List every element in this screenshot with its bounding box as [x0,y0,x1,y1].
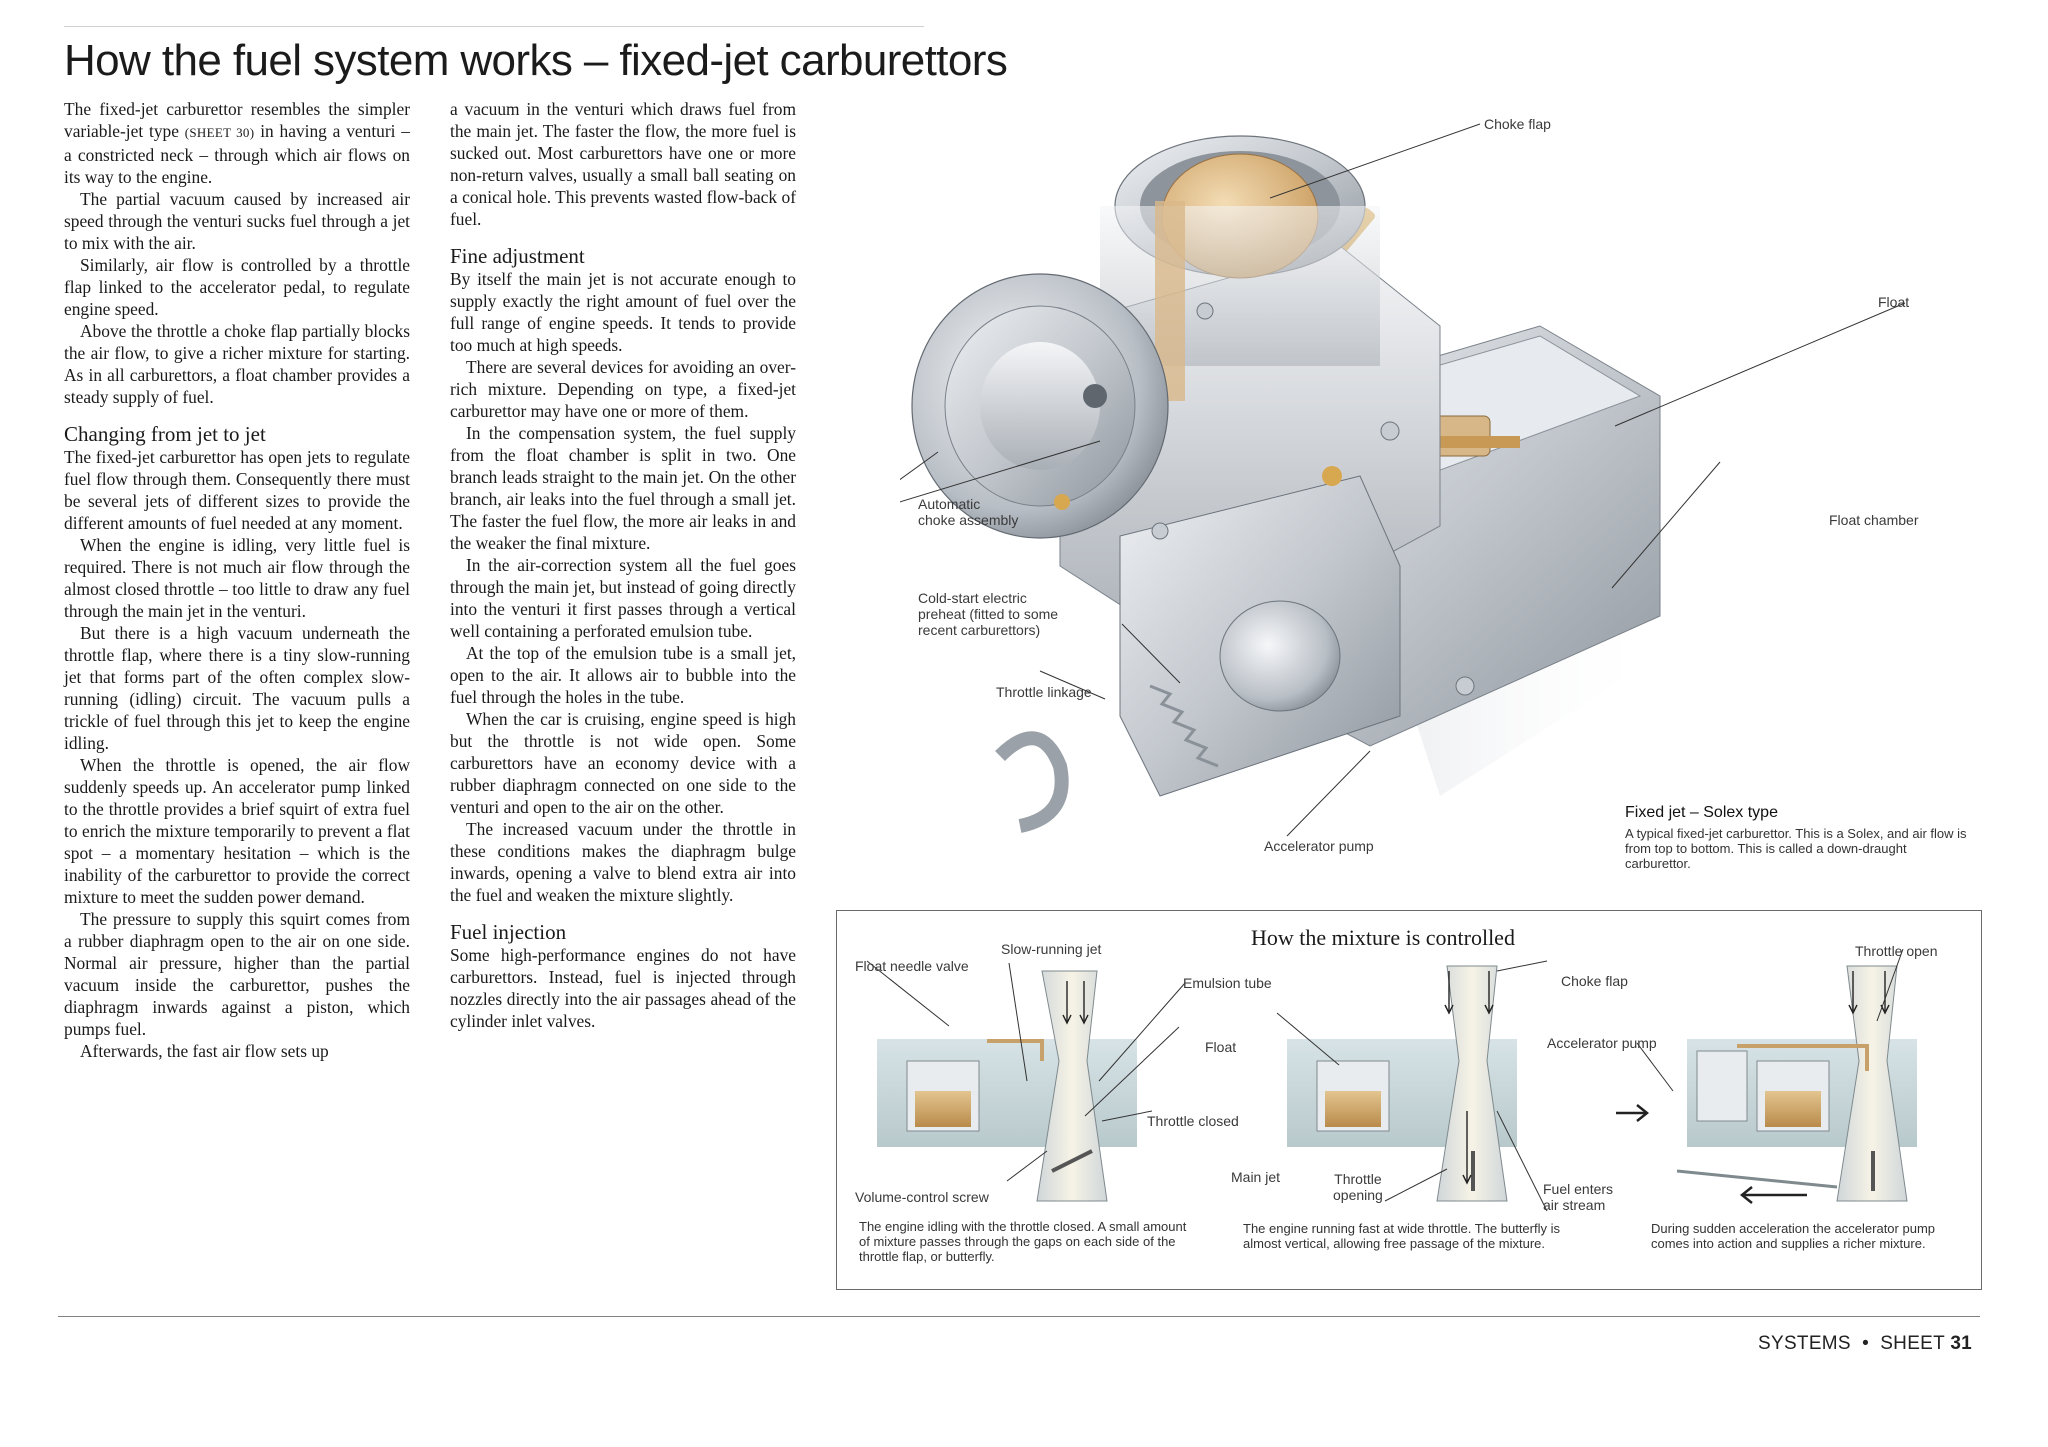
section-heading: Fuel injection [450,920,567,944]
paragraph: But there is a high vacuum underneath th… [64,623,410,753]
caption-acceleration: During sudden acceleration the accelerat… [1651,1221,1936,1251]
paragraph: Above the throttle a choke flap partiall… [64,321,410,407]
diagram-acceleration [1616,948,1917,1204]
top-rule [64,26,924,27]
section-heading: Changing from jet to jet [64,422,266,446]
label-automatic-choke: Automatic choke assembly [918,496,1019,528]
label-accelerator-pump: Accelerator pump [1547,1035,1657,1051]
paragraph: The fixed-jet carburettor resembles the … [64,99,410,187]
section-heading: Fine adjustment [450,244,585,268]
figure-caption-text: A typical fixed-jet carburettor. This is… [1625,826,1967,871]
paragraph: When the engine is idling, very little f… [64,535,410,621]
mixture-diagrams [866,948,1917,1212]
label-float-chamber: Float chamber [1829,512,1919,528]
paragraph: By itself the main jet is not accurate e… [450,269,796,355]
label-choke-flap: Choke flap [1484,116,1551,132]
paragraph: In the air-correction system all the fue… [450,555,796,641]
label-throttle-linkage: Throttle linkage [996,684,1092,700]
paragraph: There are several devices for avoiding a… [450,357,796,421]
footer-separator: • [1862,1333,1870,1354]
paragraph: The increased vacuum under the throttle … [450,819,796,905]
caption-full-throttle: The engine running fast at wide throttle… [1243,1221,1560,1251]
footer-sheet-label: SHEET [1880,1333,1945,1354]
paragraph: When the car is cruising, engine speed i… [450,709,796,817]
footer-sheet-number: 31 [1950,1333,1973,1354]
page-title: How the fuel system works – fixed-jet ca… [64,36,1008,85]
label-volume-control-screw: Volume-control screw [855,1189,989,1205]
page-footer: SYSTEMS • SHEET 31 [1758,1333,1972,1355]
label-cold-start-preheat: Cold-start electric preheat (fitted to s… [918,590,1059,638]
carburettor-drawing [879,123,1906,837]
paragraph: Similarly, air flow is controlled by a t… [64,255,410,319]
label-throttle-open: Throttle open [1855,943,1938,959]
paragraph: The partial vacuum caused by increased a… [64,189,410,253]
label-throttle-opening: Throttle opening [1333,1171,1383,1203]
label-main-jet: Main jet [1231,1169,1281,1185]
label-float: Float [1878,294,1910,310]
paragraph: In the compensation system, the fuel sup… [450,423,796,553]
paragraph: Some high-performance engines do not hav… [450,945,796,1031]
diagram-idling [866,960,1186,1202]
paragraph: The fixed-jet carburettor has open jets … [64,447,410,533]
label-float: Float [1205,1039,1237,1055]
paragraph: The pressure to supply this squirt comes… [64,909,410,1039]
text-column-1: The fixed-jet carburettor resembles the … [64,98,410,1062]
panel-title: How the mixture is controlled [1251,925,1515,950]
footer-section: SYSTEMS [1758,1333,1851,1354]
label-emulsion-tube: Emulsion tube [1183,975,1272,991]
diagram-full-throttle [1276,960,1548,1212]
label-slow-running-jet: Slow-running jet [1001,941,1102,957]
carburettor-illustration: Choke flap Float Float chamber Automatic… [879,96,2018,896]
paragraph: At the top of the emulsion tube is a sma… [450,643,796,707]
mixture-control-panel: How the mixture is controlled [836,910,1982,1290]
figure-caption-title: Fixed jet – Solex type [1625,804,1778,821]
label-float-needle-valve: Float needle valve [855,958,969,974]
label-throttle-closed: Throttle closed [1147,1113,1239,1129]
label-choke-flap: Choke flap [1561,973,1628,989]
label-fuel-enters-air-stream: Fuel enters air stream [1543,1181,1614,1213]
caption-idling: The engine idling with the throttle clos… [859,1219,1187,1264]
paragraph: a vacuum in the venturi which draws fuel… [450,99,796,229]
bottom-rule [58,1316,1980,1317]
text-column-2: a vacuum in the venturi which draws fuel… [450,98,796,1032]
paragraph: Afterwards, the fast air flow sets up [80,1041,329,1061]
paragraph: When the throttle is opened, the air flo… [64,755,410,907]
label-accelerator-pump: Accelerator pump [1264,838,1374,854]
